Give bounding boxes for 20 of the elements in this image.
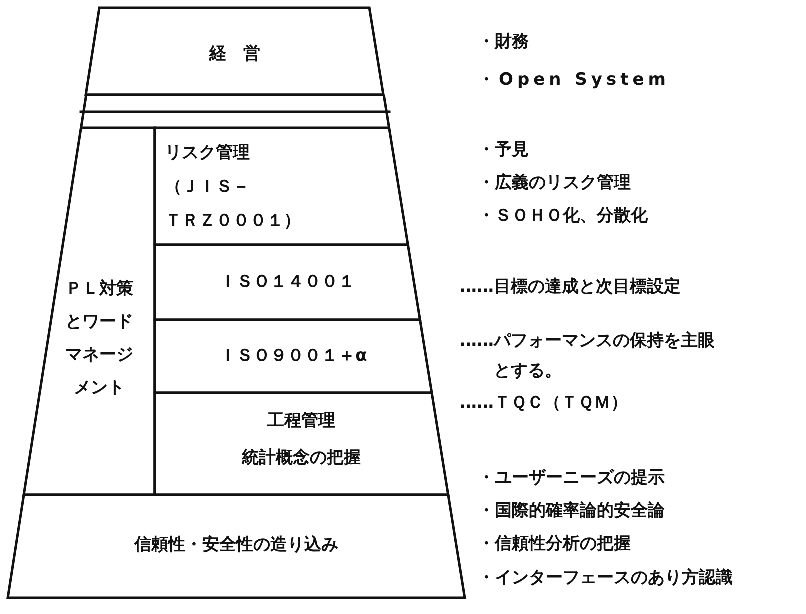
side-note: ・予見 <box>478 139 529 161</box>
side-note: ・信頼性分析の把握 <box>478 533 631 555</box>
side-note: ・ＳＯＨＯ化、分散化 <box>478 205 648 227</box>
layer-label: 統計概念の把握 <box>241 447 362 470</box>
layer-label: 工程管理 <box>266 410 337 433</box>
side-note: ……目標の達成と次目標設定 <box>460 276 681 298</box>
layer-label: ＩＳＯ９００１＋α <box>218 345 368 368</box>
layer-label: ＩＳＯ１４００１ <box>218 271 357 294</box>
side-note: ・財務 <box>478 31 529 53</box>
side-note: ・Open System <box>478 69 670 91</box>
side-note: ・広義のリスク管理 <box>478 172 631 194</box>
side-note: ・国際的確率論的安全論 <box>478 500 665 522</box>
side-note: ・インターフェースのあり方認識 <box>478 567 733 589</box>
side-note: ・ユーザーニーズの提示 <box>478 467 665 489</box>
side-note: ……パフォーマンスの保持を主眼とする。 <box>460 330 716 383</box>
layer-label: 経 営 <box>208 43 262 66</box>
layer-label: 信頼性・安全性の造り込み <box>133 534 340 557</box>
layer-label: ＰＬ対策とワードマネージメント <box>64 278 135 400</box>
side-note: ……ＴＱＣ（ＴＱＭ） <box>460 392 628 414</box>
layer-label: リスク管理（ＪＩＳ－ＴＲＺ０００１） <box>165 142 302 233</box>
